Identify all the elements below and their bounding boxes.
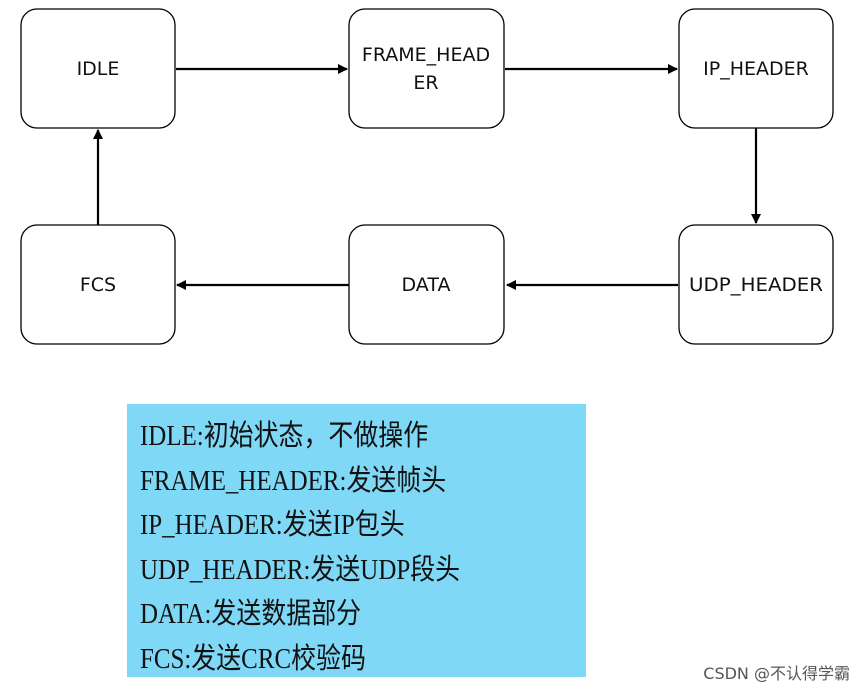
state-data: DATA (348, 224, 505, 345)
state-idle-label: IDLE (77, 58, 120, 80)
state-data-label: DATA (402, 274, 451, 296)
legend-box: IDLE:初始状态，不做操作 FRAME_HEADER:发送帧头 IP_HEAD… (127, 404, 586, 677)
legend-line-frame-header: FRAME_HEADER:发送帧头 (140, 464, 447, 497)
state-ip-header-label: IP_HEADER (703, 58, 809, 80)
state-fcs: FCS (20, 224, 176, 345)
watermark: CSDN @不认得学霸 (703, 664, 850, 683)
state-frame-header-label-line1: FRAME_HEAD (362, 44, 490, 66)
legend-line-fcs: FCS:发送CRC校验码 (140, 642, 366, 675)
state-frame-header-label-line2: ER (413, 72, 438, 94)
state-idle: IDLE (20, 8, 176, 129)
state-udp-header-label: UDP_HEADER (689, 274, 823, 296)
state-frame-header: FRAME_HEAD ER (348, 8, 505, 129)
state-udp-header: UDP_HEADER (678, 224, 834, 345)
legend-line-udp-header: UDP_HEADER:发送UDP段头 (140, 553, 461, 586)
state-ip-header: IP_HEADER (678, 8, 834, 129)
state-fcs-label: FCS (80, 274, 116, 296)
legend-line-data: DATA:发送数据部分 (140, 598, 362, 630)
legend-line-idle: IDLE:初始状态，不做操作 (140, 420, 429, 452)
legend-line-ip-header: IP_HEADER:发送IP包头 (140, 509, 405, 541)
